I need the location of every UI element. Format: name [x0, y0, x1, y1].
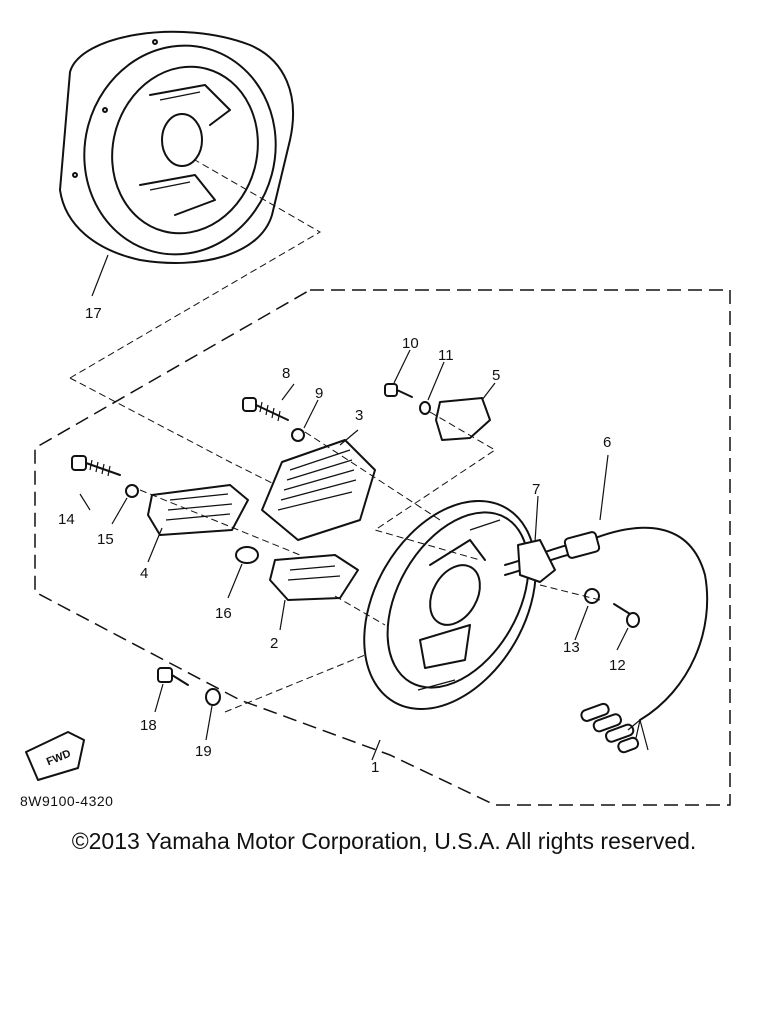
screw-14 — [71, 455, 121, 477]
label-6: 6 — [603, 434, 611, 451]
flywheel-rotor — [59, 30, 294, 264]
label-8: 8 — [282, 365, 290, 382]
label-11: 11 — [438, 347, 454, 364]
label-17: 17 — [85, 305, 102, 322]
fwd-direction-badge: FWD — [25, 731, 85, 781]
assembly-boundary — [34, 289, 731, 806]
charge-coil — [261, 439, 376, 541]
stator-plate — [363, 500, 537, 710]
screw-18 — [157, 667, 189, 686]
label-19: 19 — [195, 743, 212, 760]
lead-bracket — [517, 539, 556, 583]
washer-13 — [584, 588, 600, 604]
screw-12 — [613, 603, 640, 628]
lighting-coil — [435, 397, 491, 441]
label-10: 10 — [402, 335, 419, 352]
pulser-coil-4 — [147, 484, 249, 536]
label-9: 9 — [315, 385, 323, 402]
label-16: 16 — [215, 605, 232, 622]
screw-10 — [384, 383, 413, 398]
diagram-code: 8W9100-4320 — [20, 793, 114, 809]
label-1: 1 — [371, 759, 379, 776]
label-14: 14 — [58, 511, 75, 528]
leader-lines — [79, 349, 629, 761]
label-18: 18 — [140, 717, 157, 734]
label-4: 4 — [140, 565, 148, 582]
wire-harness — [504, 526, 709, 754]
exploded-parts-diagram: FWD 1 2 3 4 5 6 7 8 9 10 11 12 13 14 15 … — [25, 30, 731, 806]
washer-15 — [125, 484, 139, 498]
label-5: 5 — [492, 367, 500, 384]
label-3: 3 — [355, 407, 363, 424]
copyright-notice: ©2013 Yamaha Motor Corporation, U.S.A. A… — [71, 828, 697, 854]
washer-11 — [419, 401, 431, 415]
collar — [235, 546, 259, 564]
washer-19 — [205, 688, 221, 706]
label-13: 13 — [563, 639, 580, 656]
label-2: 2 — [270, 635, 278, 652]
label-7: 7 — [532, 481, 540, 498]
washer-9 — [291, 428, 305, 442]
label-12: 12 — [609, 657, 626, 674]
screw-8 — [242, 397, 289, 422]
label-15: 15 — [97, 531, 114, 548]
pulser-coil-2 — [269, 554, 359, 601]
